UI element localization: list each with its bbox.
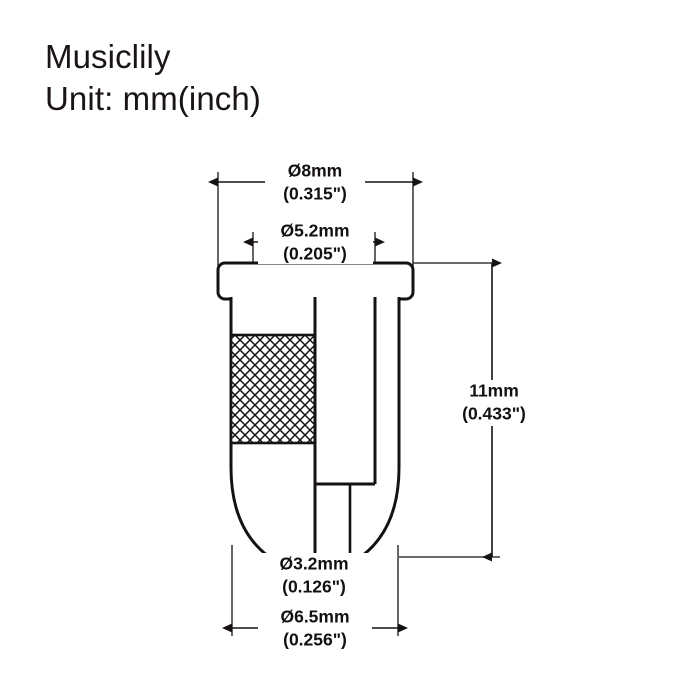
dimension-inner-bore-diameter: Ø5.2mm (0.205") [243,220,385,264]
label-bottom-outer-inch: (0.256") [283,630,347,650]
label-inner-bore-inch: (0.205") [283,244,347,264]
unit-note: Unit: mm(inch) [45,80,261,118]
label-outer-flange-mm: Ø8mm [288,161,342,181]
label-bottom-outer-mm: Ø6.5mm [280,607,349,627]
label-overall-height-mm: 11mm [469,381,519,401]
dimension-bottom-outer-diameter: Ø6.5mm (0.256") [222,606,408,650]
part-geometry [216,261,415,558]
label-outer-flange-inch: (0.315") [283,184,347,204]
dimension-outer-flange-diameter: Ø8mm (0.315") [208,160,423,204]
label-bottom-hole-inch: (0.126") [282,577,346,597]
brand-name: Musiclily [45,38,171,75]
label-overall-height-inch: (0.433") [462,404,526,424]
header-block: Musiclily Unit: mm(inch) [45,36,261,120]
knurled-band [231,335,315,443]
flange-outline [216,261,415,301]
label-bottom-hole-mm: Ø3.2mm [279,554,348,574]
dimension-bottom-hole-diameter: Ø3.2mm (0.126") [258,553,370,597]
label-inner-bore-mm: Ø5.2mm [280,221,349,241]
dimension-overall-height: 11mm (0.433") [448,258,540,562]
